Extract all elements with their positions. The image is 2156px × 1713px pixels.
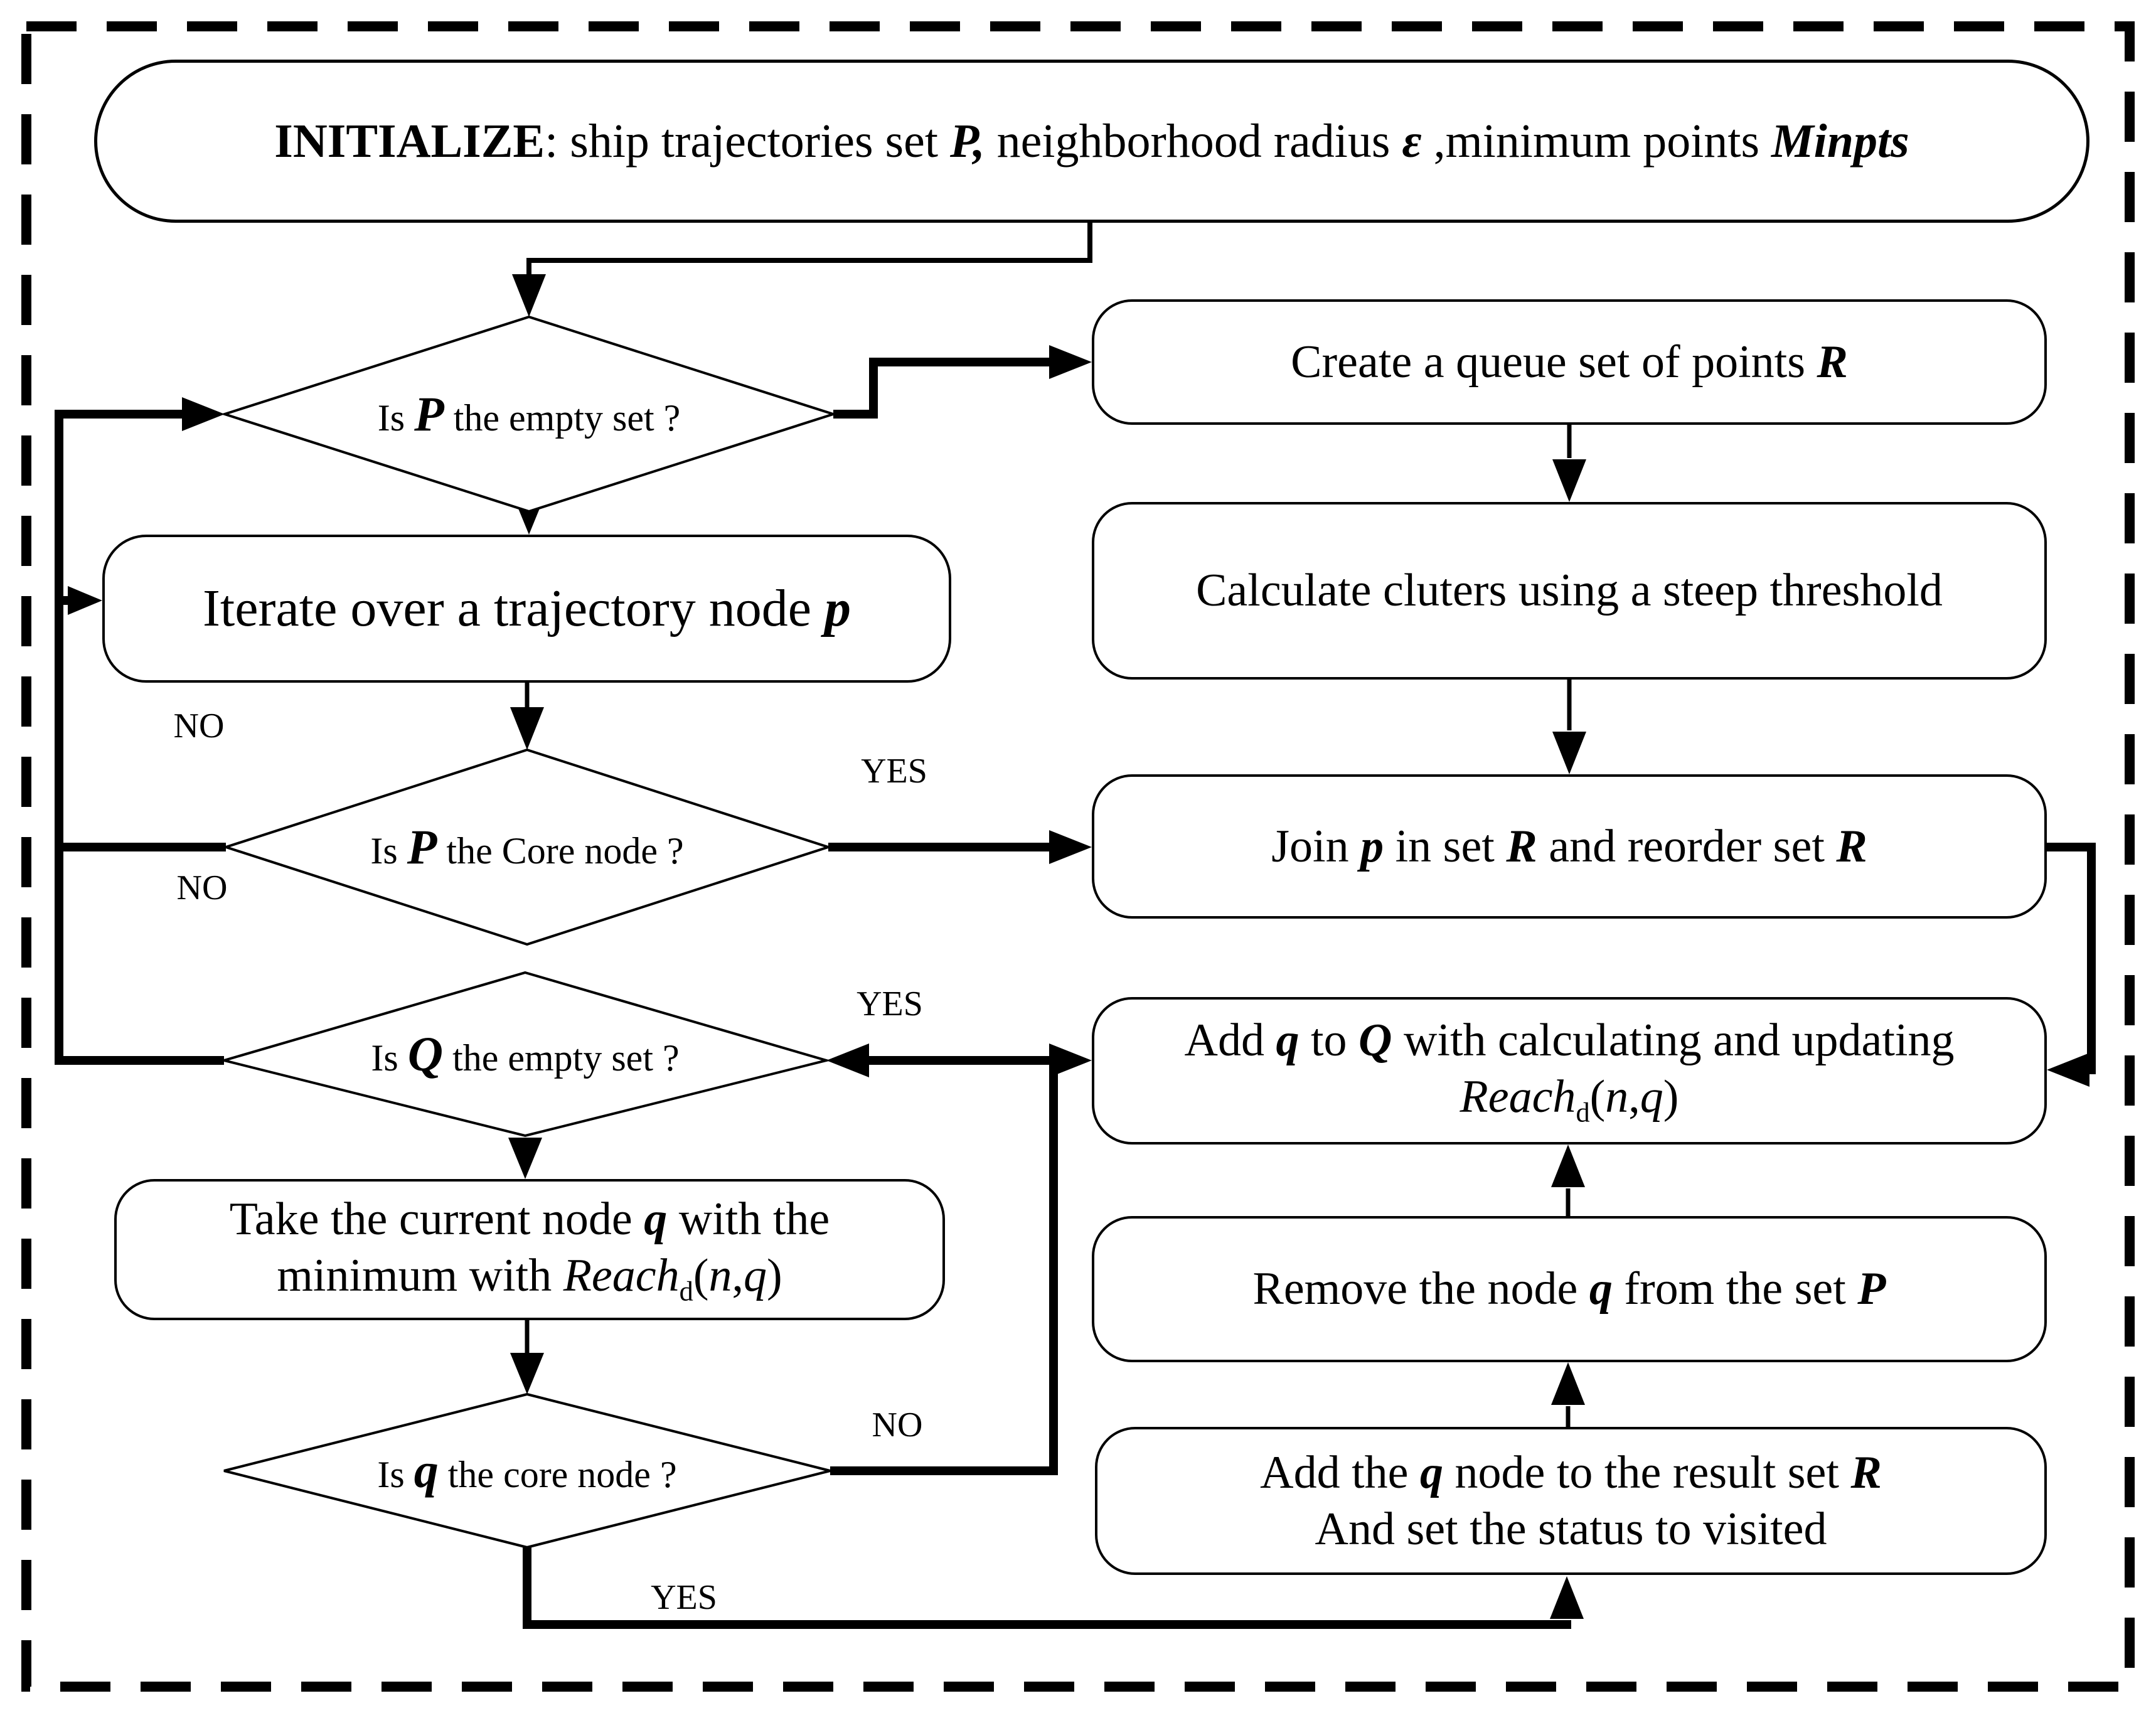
decision-is-q-core-text: Is q the core node ? (377, 1443, 677, 1498)
node-remove-node-text: Remove the node q from the set P (1252, 1263, 1886, 1315)
decision-is-p-core-shape (221, 748, 833, 946)
label-no-is-p-core: NO (176, 868, 228, 907)
node-join-p: Join p in set R and reorder set R (1092, 774, 2047, 919)
arrowhead-right-icon (1049, 830, 1092, 864)
arrowhead-right-icon (1049, 1043, 1092, 1077)
arrowhead-down-icon (1552, 459, 1586, 502)
arrowhead-down-icon (510, 707, 544, 750)
decision-is-q-empty-text: Is Q the empty set ? (371, 1027, 680, 1081)
decision-is-p-empty-text: Is P the empty set ? (377, 387, 681, 441)
arrowhead-down-icon (512, 274, 546, 317)
arrowhead-down-icon (510, 1353, 544, 1394)
node-take-current-line1: Take the current node q with the (229, 1193, 830, 1246)
arrowhead-right-icon (182, 397, 225, 431)
arrowhead-left-icon (2047, 1053, 2089, 1087)
label-yes-is-q-empty: YES (857, 985, 923, 1023)
node-add-q: Add q to Q with calculating and updating… (1092, 997, 2047, 1145)
edge-init-to-d1 (526, 223, 1092, 276)
decision-is-q-empty-shape (219, 971, 831, 1138)
node-add-q-line2: Reachd(n,q) (1460, 1071, 1679, 1128)
edge-join-to-addq (2047, 843, 2096, 1074)
dashed-frame (21, 21, 2135, 1692)
label-yes-is-p-core: YES (861, 752, 927, 791)
node-add-result-line1: Add the q node to the result set R (1260, 1446, 1882, 1498)
node-calculate-clusters: Calculate cluters using a steep threshol… (1092, 502, 2047, 680)
arrowhead-up-icon (1551, 1145, 1585, 1187)
edge-d4-no-up (830, 1060, 1058, 1475)
node-create-queue-text: Create a queue set of points R (1291, 336, 1848, 388)
node-iterate: Iterate over a trajectory node p (102, 535, 951, 683)
arrowhead-up-icon (1550, 1576, 1584, 1619)
label-no-is-q-core: NO (872, 1406, 923, 1444)
decision-is-p-core-text: Is P the Core node ? (370, 819, 684, 874)
edge-d1-to-create-queue (833, 358, 1049, 419)
arrowhead-up-icon (1551, 1362, 1585, 1405)
arrowhead-right-icon (1049, 345, 1092, 379)
node-take-current-line2: minimum with Reachd(n,q) (277, 1250, 782, 1307)
node-add-result-line2: And set the status to visited (1315, 1503, 1827, 1555)
decision-is-p-empty-shape (220, 315, 838, 513)
node-create-queue: Create a queue set of points R (1092, 299, 2047, 425)
edge-left-rail (55, 410, 224, 1065)
node-add-result: Add the q node to the result set R And s… (1095, 1427, 2047, 1575)
node-iterate-text: Iterate over a trajectory node p (202, 579, 851, 638)
arrowhead-down-icon (1552, 732, 1586, 774)
node-calculate-clusters-text: Calculate cluters using a steep threshol… (1196, 565, 1943, 617)
node-initialize: INITIALIZE: ship trajectories set P, nei… (94, 60, 2089, 223)
decision-is-q-core-shape (223, 1392, 831, 1549)
node-add-q-line1: Add q to Q with calculating and updating (1184, 1015, 1955, 1067)
arrowhead-down-icon (508, 1138, 542, 1179)
node-take-current: Take the current node q with the minimum… (114, 1179, 945, 1320)
arrowhead-left-icon (826, 1043, 869, 1077)
node-join-p-text: Join p in set R and reorder set R (1271, 820, 1867, 872)
arrowhead-right-icon (68, 586, 102, 615)
label-yes-is-q-core: YES (651, 1578, 717, 1617)
edge-d4-yes-to-result (523, 1547, 1571, 1629)
node-initialize-text: INITIALIZE: ship trajectories set P, nei… (274, 114, 1909, 168)
node-remove-node: Remove the node q from the set P (1092, 1216, 2047, 1362)
label-no-upper: NO (173, 707, 225, 745)
